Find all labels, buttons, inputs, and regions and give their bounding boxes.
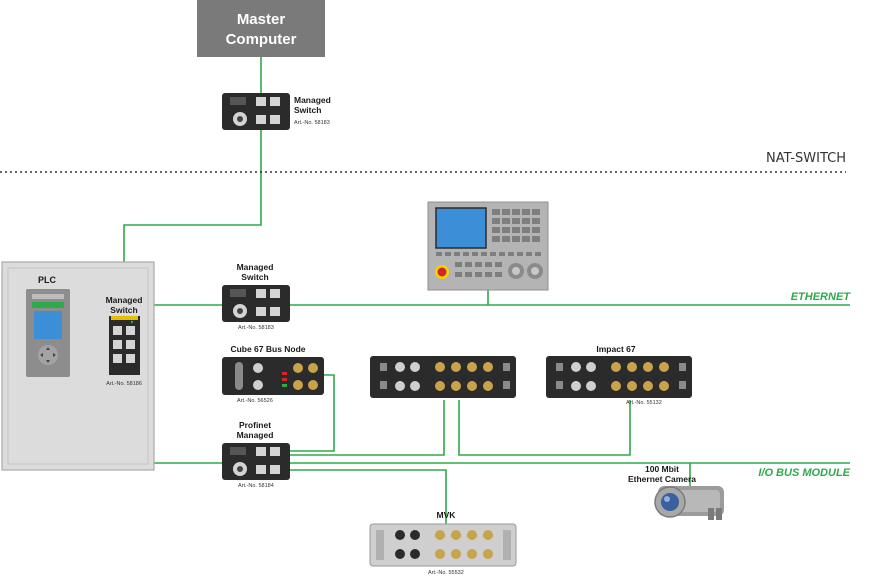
cabinet-switch-label-line1: Managed — [106, 295, 143, 305]
master-computer[interactable]: Master Computer — [197, 0, 325, 57]
plc-label: PLC — [38, 275, 57, 285]
ethernet-camera[interactable] — [654, 486, 724, 520]
ethernet-switch-art-number: Art.-No. 58183 — [238, 325, 274, 331]
cabinet-switch-label-line2: Switch — [110, 305, 137, 315]
link-profinet-to-mvk — [290, 469, 447, 524]
link-impact67-loop — [458, 400, 631, 456]
profinet-managed-switch[interactable] — [222, 443, 290, 480]
cabinet-switch-art-number: Art.-No. 58186 — [106, 381, 142, 387]
link-top-switch-to-cabinet — [123, 130, 262, 296]
plc-device[interactable] — [26, 289, 70, 377]
cube67-bus-node[interactable] — [222, 357, 324, 395]
profinet-label-line2: Managed — [237, 430, 274, 440]
io-bus-label: I/O BUS MODULE — [758, 467, 850, 479]
mvk-art-number: Art.-No. 55532 — [428, 570, 464, 576]
master-computer-label-line2: Computer — [226, 31, 297, 48]
master-computer-label-line1: Master — [237, 11, 286, 28]
cube67-label: Cube 67 Bus Node — [230, 344, 305, 354]
cabinet-managed-switch[interactable] — [109, 316, 140, 375]
cnc-control-panel[interactable] — [427, 201, 549, 291]
top-switch-art-number: Art.-No. 58183 — [294, 120, 330, 126]
mvk-label: MVK — [437, 510, 457, 520]
profinet-art-number: Art.-No. 58184 — [238, 483, 274, 489]
link-profinet-to-middle-module — [290, 400, 445, 456]
camera-label-line2: Ethernet Camera — [628, 474, 696, 484]
nat-switch-label: NAT-SWITCH — [766, 151, 846, 166]
impact67-art-number: Art.-No. 55132 — [626, 400, 662, 406]
mvk-module[interactable] — [369, 523, 517, 567]
ethernet-managed-switch[interactable] — [222, 285, 290, 322]
top-managed-switch[interactable] — [222, 93, 290, 130]
io-module-middle[interactable] — [370, 356, 516, 398]
impact67-module[interactable] — [546, 356, 692, 398]
top-switch-label-line2: Switch — [294, 105, 321, 115]
top-switch-label-line1: Managed — [294, 95, 331, 105]
ethernet-bus-label: ETHERNET — [791, 291, 852, 303]
camera-label-line1: 100 Mbit — [645, 464, 679, 474]
impact67-label: Impact 67 — [596, 344, 635, 354]
cube67-art-number: Art.-No. 56526 — [237, 398, 273, 404]
ethernet-switch-label-line1: Managed — [237, 262, 274, 272]
profinet-label-line1: Profinet — [239, 420, 271, 430]
ethernet-switch-label-line2: Switch — [241, 272, 268, 282]
